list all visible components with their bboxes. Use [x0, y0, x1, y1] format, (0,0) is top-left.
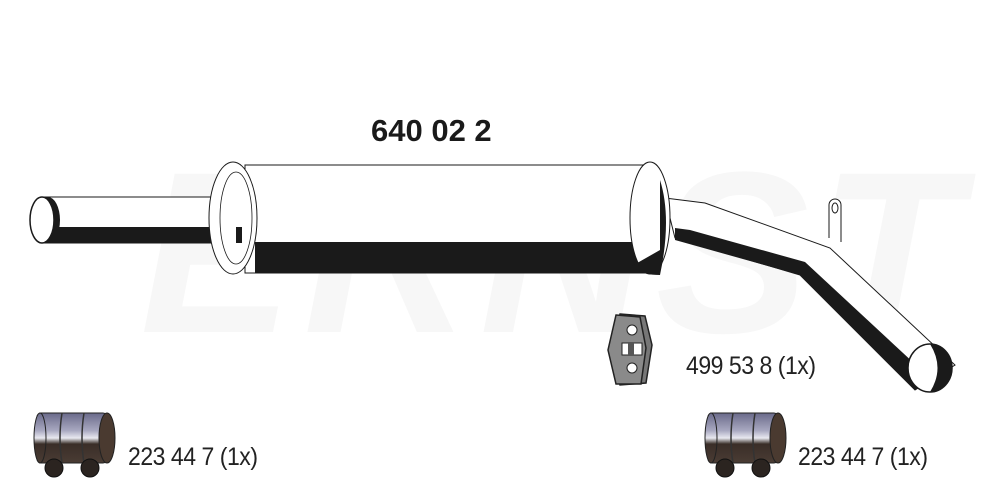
pipe-clamp-icon: [33, 412, 116, 478]
inlet-pipe: [29, 196, 241, 244]
accessory-label-clamp-right: 223 44 7 (1x): [798, 443, 928, 471]
accessory-label-hanger: 499 53 8 (1x): [686, 352, 816, 380]
accessory-label-clamp-left: 223 44 7 (1x): [128, 443, 258, 471]
pipe-clamp-icon: [704, 412, 787, 478]
outlet-pipe: [664, 197, 956, 393]
rubber-hanger-icon: [607, 313, 653, 386]
muffler: [208, 161, 671, 275]
part-number-title: 640 02 2: [371, 113, 492, 148]
